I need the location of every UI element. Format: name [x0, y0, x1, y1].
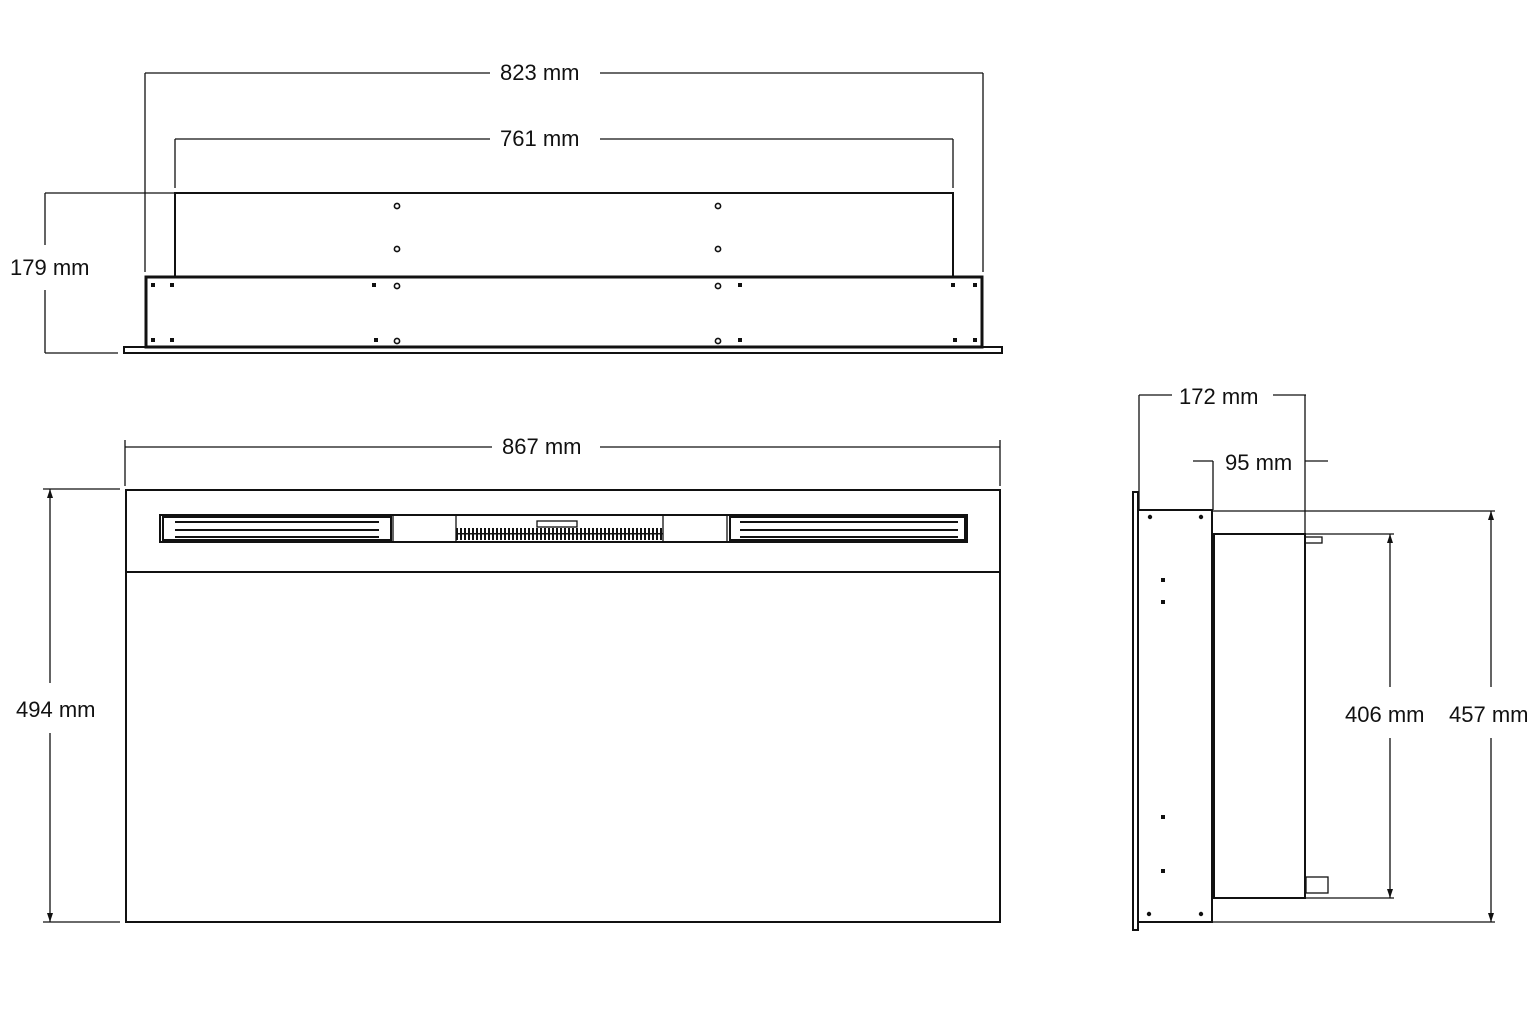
dimension-label-front-height: 494 mm [10, 698, 102, 722]
dimension-label-body-depth: 95 mm [1219, 451, 1299, 475]
side-view [1132, 394, 1495, 931]
top-view [44, 72, 1003, 354]
dimension-label-overall-width: 823 mm [494, 61, 586, 85]
dimension-label-frame-height: 457 mm [1443, 703, 1535, 727]
front-view [43, 440, 1001, 923]
dimension-label-body-width: 761 mm [494, 127, 586, 151]
dimension-label-front-width: 867 mm [496, 435, 588, 459]
dimension-label-total-depth: 172 mm [1173, 385, 1265, 409]
dimension-label-depth: 179 mm [4, 256, 96, 280]
dimension-label-body-height: 406 mm [1339, 703, 1431, 727]
